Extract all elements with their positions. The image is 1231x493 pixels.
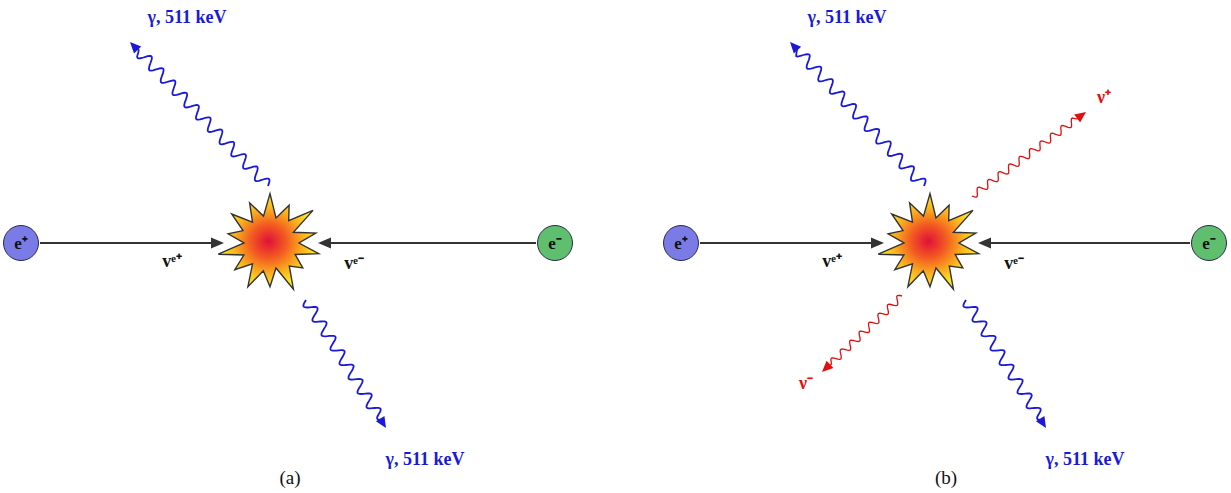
velocity-label: vᵉ⁺: [162, 252, 182, 272]
velocity-label: vᵉ⁺: [822, 252, 842, 272]
arrow-head: [318, 238, 331, 249]
particle-symbol: e⁺: [674, 235, 688, 252]
panel-caption: (a): [279, 468, 300, 489]
arrow-head: [871, 238, 884, 249]
velocity-arrow: [328, 242, 536, 244]
gamma-wave: [303, 300, 380, 420]
particle-symbol: e⁻: [1202, 235, 1216, 252]
neutrino-wave: [972, 118, 1078, 197]
annihilation-burst: [878, 194, 978, 290]
positron-circle: e⁺: [3, 225, 39, 261]
positron-circle: e⁺: [663, 225, 699, 261]
velocity-label: vᵉ⁻: [344, 254, 364, 274]
electron-circle: e⁻: [537, 225, 573, 261]
velocity-arrow: [988, 242, 1190, 244]
arrow-head: [978, 238, 991, 249]
photon-label: γ, 511 keV: [808, 8, 887, 28]
neutrino-wave: [829, 295, 902, 365]
annihilation-burst: [218, 194, 318, 290]
velocity-arrow: [40, 242, 214, 244]
photon-label: γ, 511 keV: [148, 8, 227, 28]
photon-label: γ, 511 keV: [386, 450, 465, 470]
velocity-arrow: [700, 242, 874, 244]
electron-circle: e⁻: [1191, 225, 1227, 261]
neutrino-label: ν⁺: [1097, 88, 1111, 108]
neutrino-wave-head: [1074, 112, 1086, 123]
neutrino-wave-head: [822, 361, 833, 372]
neutrino-label: ν⁻: [799, 374, 813, 394]
arrow-head: [211, 238, 224, 249]
particle-symbol: e⁻: [548, 235, 562, 252]
panel-caption: (b): [935, 468, 957, 489]
gamma-wave: [137, 49, 270, 186]
particle-symbol: e⁺: [14, 235, 28, 252]
velocity-label: vᵉ⁻: [1004, 254, 1024, 274]
photon-label: γ, 511 keV: [1046, 450, 1125, 470]
gamma-wave: [796, 49, 925, 186]
gamma-wave-head: [130, 42, 141, 53]
gamma-wave-head: [1036, 416, 1046, 428]
gamma-wave-head: [376, 416, 386, 428]
gamma-wave-head: [790, 42, 801, 53]
gamma-wave: [963, 300, 1040, 420]
